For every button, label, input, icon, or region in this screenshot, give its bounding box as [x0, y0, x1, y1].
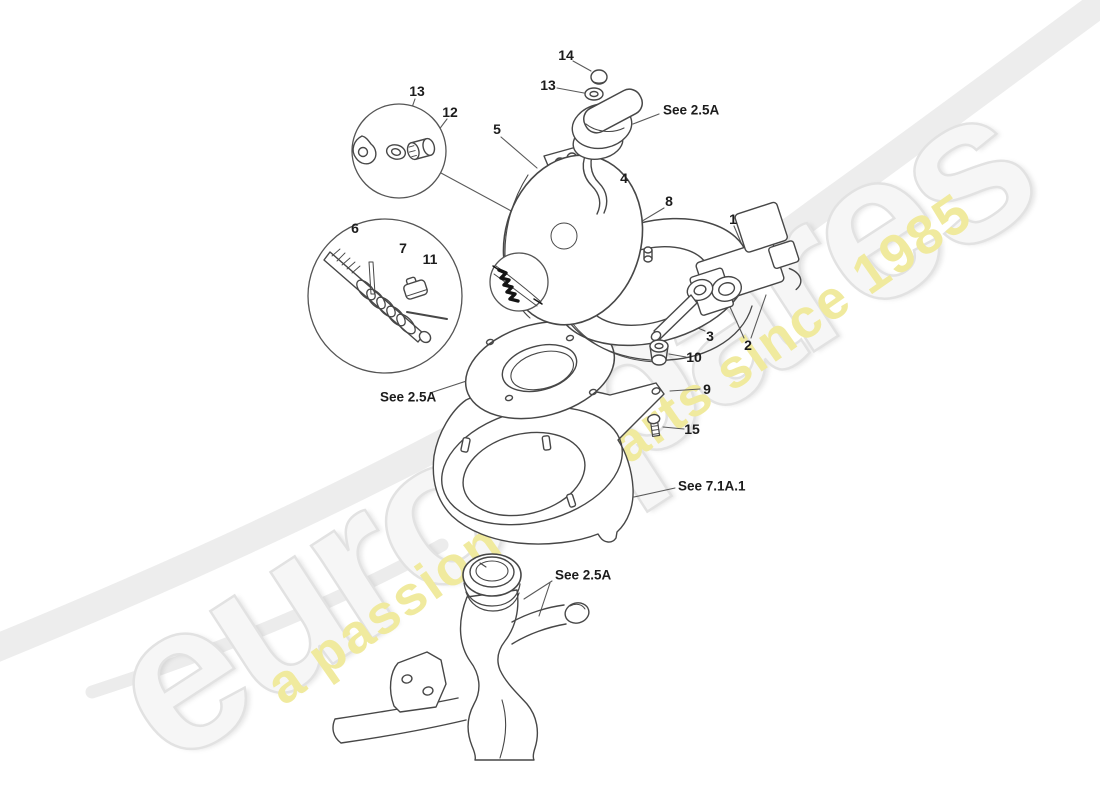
spring-coil	[356, 279, 416, 335]
callout-1: 1	[729, 211, 737, 227]
clip-11	[403, 276, 428, 300]
callout-4: 4	[620, 170, 628, 186]
see-reference: See 2.5A	[663, 102, 720, 118]
callout-7: 7	[399, 240, 407, 256]
screw-15	[647, 413, 661, 438]
washer-13	[584, 87, 604, 101]
mounting-panel	[432, 382, 665, 545]
callout-2: 2	[744, 337, 752, 353]
hinge-spring-detail-circle	[489, 252, 549, 312]
callout-3: 3	[706, 328, 714, 344]
callout-6: 6	[351, 220, 359, 236]
see-reference: See 2.5A	[380, 389, 437, 405]
filler-pipe	[332, 553, 590, 761]
callout-5: 5	[493, 121, 501, 137]
callout-9: 9	[703, 381, 711, 397]
pin-rod-3	[653, 294, 698, 340]
callout-11: 11	[422, 251, 438, 267]
latch-assembly	[649, 201, 802, 366]
filler-cap	[571, 69, 643, 215]
washer-nut-detail-circle	[351, 103, 447, 199]
see-reference: See 2.5A	[555, 567, 612, 583]
rod-washer	[686, 278, 714, 302]
callout-13: 13	[540, 77, 556, 93]
callout-12: 12	[442, 104, 458, 120]
bushing-10	[649, 339, 669, 366]
nut-12	[406, 137, 436, 161]
pipe-bracket	[389, 651, 447, 713]
callout-13: 13	[409, 83, 425, 99]
spring-pin-detail-circle	[307, 218, 463, 374]
plug-14	[590, 69, 608, 85]
callout-14: 14	[558, 47, 574, 63]
callout-10: 10	[686, 349, 702, 365]
callout-15: 15	[684, 421, 700, 437]
callout-8: 8	[665, 193, 673, 209]
gasket-ring	[464, 320, 616, 420]
see-reference: See 7.1A.1	[678, 478, 746, 494]
